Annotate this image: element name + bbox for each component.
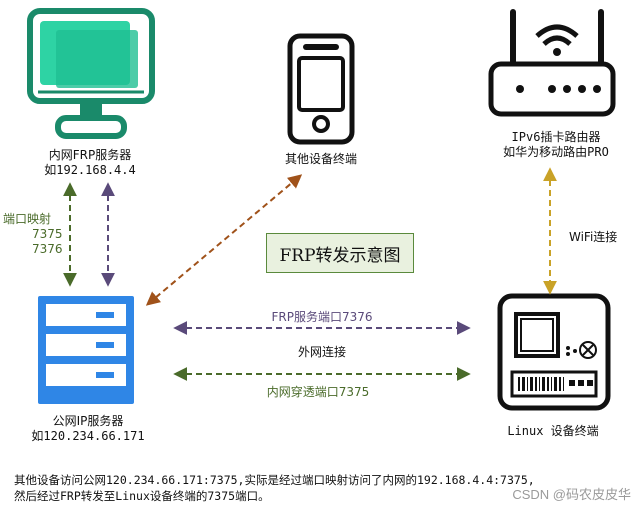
public-to-device-arrow: [145, 174, 303, 306]
footnote-line-1: 其他设备访问公网120.234.66.171:7375,实际是经过端口映射访问了…: [14, 473, 535, 487]
monitor-icon: [27, 8, 155, 139]
intranet-server-ip: 如192.168.4.4: [44, 163, 136, 177]
intranet-server-name: 内网FRP服务器: [48, 148, 132, 162]
public-server-ip: 如120.234.66.171: [31, 429, 145, 443]
phone-icon: [287, 33, 355, 145]
watermark: CSDN @码农皮皮华: [512, 487, 631, 502]
port-map-7375: 7375: [32, 227, 63, 241]
diagram-title: FRP转发示意图: [266, 233, 414, 273]
intranet-server-label: 内网FRP服务器 如192.168.4.4: [44, 148, 135, 178]
port-map-title: 端口映射: [3, 212, 52, 226]
linux-device-label: Linux 设备终端: [507, 424, 598, 439]
port-map-label: 端口映射 7375 7376: [3, 212, 63, 257]
public-server-name: 公网IP服务器: [52, 414, 124, 428]
linux-device-icon: [497, 293, 611, 411]
linux-device-name: Linux 设备终端: [507, 424, 599, 438]
router-model: 如华为移动路由PRO: [503, 145, 609, 159]
server-icon: [38, 296, 134, 404]
router-label: IPv6插卡路由器 如华为移动路由PRO: [503, 130, 609, 160]
footnote-line-2: 然后经过FRP转发至Linux设备终端的7375端口。: [14, 489, 270, 503]
other-device-name: 其他设备终端: [284, 152, 358, 166]
footnote: 其他设备访问公网120.234.66.171:7375,实际是经过端口映射访问了…: [14, 472, 634, 504]
router-name: IPv6插卡路由器: [511, 130, 601, 144]
wifi-label: WiFi连接: [569, 230, 618, 244]
router-icon: [488, 9, 616, 117]
port-map-7376: 7376: [32, 242, 63, 256]
frp-service-label: FRP服务端口7376: [271, 310, 373, 324]
external-connection-label: 外网连接: [297, 345, 347, 359]
intranet-pass-label: 内网穿透端口7375: [266, 385, 370, 399]
public-server-label: 公网IP服务器 如120.234.66.171: [31, 414, 144, 444]
other-device-label: 其他设备终端: [285, 152, 357, 167]
